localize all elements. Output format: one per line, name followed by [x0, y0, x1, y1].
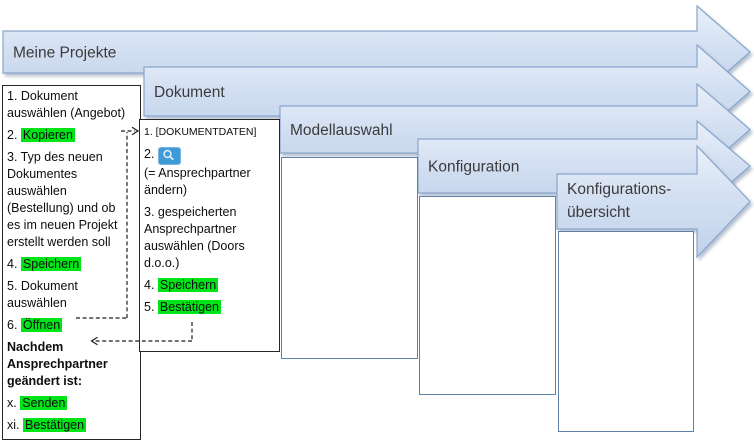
- step-text: es im neuen Projekt: [7, 218, 118, 232]
- steps-box-meine-projekte: 1. Dokument auswählen (Angebot) 2. Kopiere…: [2, 85, 141, 440]
- step-text: 6.: [7, 318, 21, 332]
- step-text: auswählen: [7, 184, 67, 198]
- step-line: 1. Dokument: [7, 88, 139, 105]
- step-line: 4. Speichern: [144, 277, 278, 294]
- banner-label-konfigurationsuebersicht-line1: Konfigurations-: [567, 181, 671, 198]
- step-item: 1. Dokument auswählen (Angebot): [7, 88, 139, 122]
- step-text: auswählen: [7, 296, 67, 310]
- step-line: Dokumentes: [7, 166, 139, 183]
- step-text: Ansprechpartner: [7, 357, 108, 371]
- step-text: erstellt werden soll: [7, 235, 111, 249]
- step-text: 5.: [144, 300, 158, 314]
- step-text: 4.: [144, 278, 158, 292]
- step-highlight: Speichern: [157, 278, 219, 292]
- content-box-modellauswahl: [281, 157, 418, 359]
- banner-label-modellauswahl: Modellauswahl: [290, 122, 393, 139]
- step-item: 2. Kopieren: [7, 127, 139, 144]
- steps-box-dokument: 1. [DOKUMENTDATEN] 2. (= Ansprechpartner ä…: [139, 119, 280, 352]
- step-text: 4.: [7, 257, 21, 271]
- step-line: Ansprechpartner: [7, 356, 139, 373]
- step-item: 1. [DOKUMENTDATEN]: [144, 124, 278, 141]
- step-item: 4. Speichern: [144, 277, 278, 294]
- step-line: 5. Bestätigen: [144, 299, 278, 316]
- step-line: es im neuen Projekt: [7, 217, 139, 234]
- step-text: auswählen (Angebot): [7, 106, 126, 120]
- step-text: ändern): [144, 183, 188, 197]
- step-text: 1. Dokument: [7, 89, 78, 103]
- step-text: d.o.o.): [144, 256, 180, 270]
- step-item: 2. (= Ansprechpartner ändern): [144, 146, 278, 199]
- step-text: Dokumentes: [7, 167, 78, 181]
- step-line: 5. Dokument: [7, 278, 139, 295]
- magnifier-icon: [157, 147, 181, 165]
- content-box-konfiguration: [419, 196, 556, 395]
- step-text: 3. Typ des neuen: [7, 150, 103, 164]
- step-text: Ansprechpartner: [144, 222, 237, 236]
- step-text: Nachdem: [7, 340, 64, 354]
- step-text: 1. [DOKUMENTDATEN]: [144, 126, 257, 138]
- step-line: geändert ist:: [7, 373, 139, 390]
- step-item: 4. Speichern: [7, 256, 139, 273]
- step-highlight: Bestätigen: [157, 300, 221, 314]
- banner-label-konfiguration: Konfiguration: [428, 159, 519, 176]
- step-text: (Bestellung) und ob: [7, 201, 116, 215]
- step-line: auswählen (Angebot): [7, 105, 139, 122]
- step-line: 4. Speichern: [7, 256, 139, 273]
- step-text: 5. Dokument: [7, 279, 78, 293]
- content-box-konfigurationsuebersicht: [558, 231, 694, 432]
- step-line: 2. Kopieren: [7, 127, 139, 144]
- step-line: Nachdem: [7, 339, 139, 356]
- step-item: 6. Öffnen: [7, 317, 139, 334]
- step-text: auswählen (Doors: [144, 239, 245, 253]
- step-line: 3. Typ des neuen: [7, 149, 139, 166]
- step-highlight: Öffnen: [20, 318, 63, 332]
- step-line: 3. gespeicherten: [144, 204, 278, 221]
- step-item: x. Senden: [7, 395, 139, 412]
- step-line: ändern): [144, 182, 278, 199]
- step-line: d.o.o.): [144, 255, 278, 272]
- step-line: (= Ansprechpartner: [144, 165, 278, 182]
- step-line: 2.: [144, 146, 278, 165]
- step-text: geändert ist:: [7, 374, 83, 388]
- step-highlight: Bestätigen: [22, 418, 87, 432]
- step-item: 5. Dokument auswählen: [7, 278, 139, 312]
- step-text: x.: [7, 396, 21, 410]
- step-line: xi. Bestätigen: [7, 417, 139, 434]
- step-text: xi.: [7, 418, 23, 432]
- step-highlight: Speichern: [20, 257, 82, 271]
- step-text: 2.: [144, 147, 158, 161]
- banner-label-dokument: Dokument: [154, 84, 225, 101]
- step-text: (= Ansprechpartner: [144, 166, 251, 180]
- step-item: 5. Bestätigen: [144, 299, 278, 316]
- step-highlight: Senden: [20, 396, 68, 410]
- step-text: 3. gespeicherten: [144, 205, 237, 219]
- step-line: Ansprechpartner: [144, 221, 278, 238]
- step-line: auswählen: [7, 183, 139, 200]
- step-line: auswählen (Doors: [144, 238, 278, 255]
- step-line: erstellt werden soll: [7, 234, 139, 251]
- step-line: 6. Öffnen: [7, 317, 139, 334]
- step-text: 2.: [7, 128, 21, 142]
- step-line: (Bestellung) und ob: [7, 200, 139, 217]
- banner-label-meine-projekte: Meine Projekte: [13, 45, 116, 62]
- step-line: auswählen: [7, 295, 139, 312]
- banner-label-konfigurationsuebersicht-line2: übersicht: [567, 204, 631, 221]
- step-item: xi. Bestätigen: [7, 417, 139, 434]
- step-line: x. Senden: [7, 395, 139, 412]
- step-line: 1. [DOKUMENTDATEN]: [144, 124, 278, 141]
- step-highlight: Kopieren: [20, 128, 75, 142]
